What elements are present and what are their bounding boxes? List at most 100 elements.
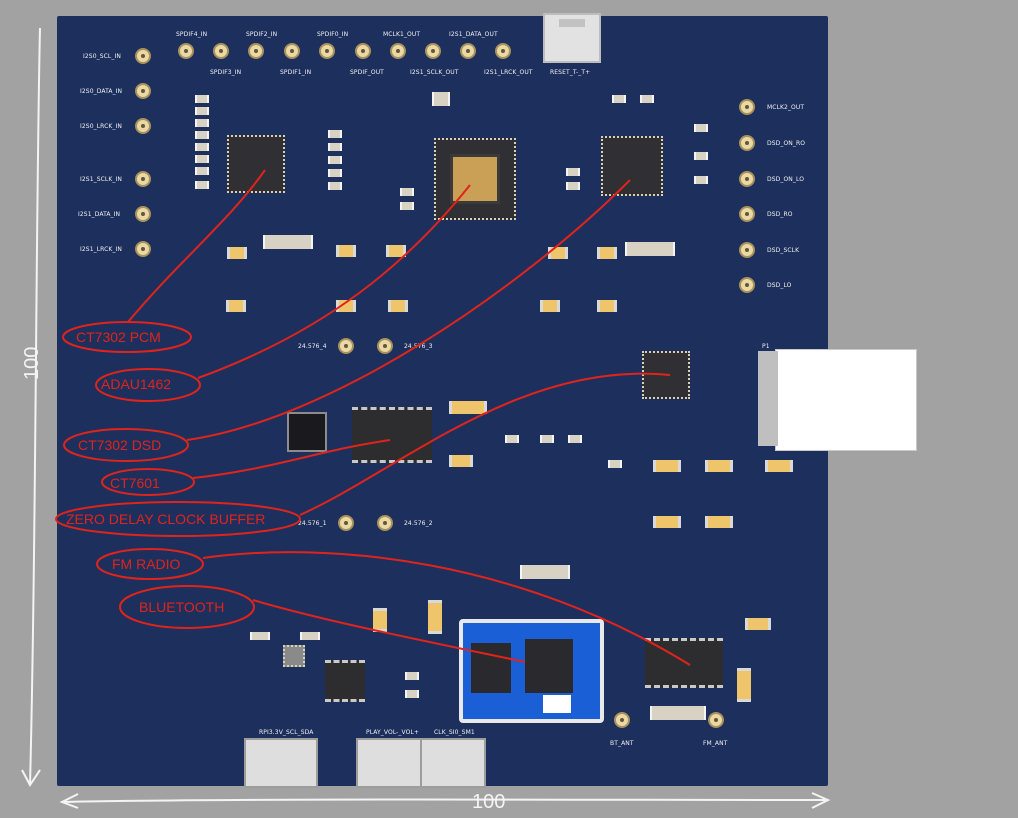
annotation-circle	[62, 321, 192, 353]
oscillator	[287, 412, 327, 452]
osc-connector	[377, 338, 393, 354]
annotation-line	[252, 599, 526, 663]
resistor	[328, 156, 342, 164]
capacitor	[388, 300, 408, 312]
resistor-array	[650, 706, 706, 720]
sma-connector	[739, 171, 755, 187]
fm-antenna-connector	[708, 712, 724, 728]
resistor	[195, 155, 209, 163]
annotation-ct7302-dsd: CT7302 DSD	[78, 437, 162, 453]
resistor	[608, 460, 622, 468]
sma-connector	[355, 43, 371, 59]
connector-label: DSD_ON_RO	[767, 140, 806, 147]
header-connector	[356, 738, 424, 788]
resistor	[694, 176, 708, 184]
horizontal-dimension-line	[61, 798, 829, 803]
annotation-line	[192, 439, 391, 479]
connector-label: SPDIF2_IN	[246, 31, 278, 38]
annotation-zero-delay-clock-buffer: ZERO DELAY CLOCK BUFFER	[66, 511, 266, 527]
ct7601-chip	[352, 407, 432, 463]
resistor	[195, 95, 209, 103]
capacitor	[540, 300, 560, 312]
sma-connector	[213, 43, 229, 59]
connector-label: MCLK1_OUT	[383, 31, 421, 38]
annotation-circle	[119, 585, 255, 629]
capacitor	[226, 300, 246, 312]
sma-connector	[178, 43, 194, 59]
sma-connector	[135, 48, 151, 64]
bt-antenna-connector	[614, 712, 630, 728]
header-connector	[420, 738, 486, 788]
resistor-array	[263, 235, 313, 249]
resistor	[612, 95, 626, 103]
resistor	[540, 435, 554, 443]
capacitor	[705, 516, 733, 528]
capacitor	[336, 300, 356, 312]
capacitor	[449, 455, 473, 467]
resistor	[195, 107, 209, 115]
capacitor	[765, 460, 793, 472]
sma-connector	[495, 43, 511, 59]
connector-label: I2S1_DATA_OUT	[449, 31, 498, 38]
sma-connector	[135, 171, 151, 187]
resistor	[568, 435, 582, 443]
connector-label: I2S1_DATA_IN	[78, 211, 121, 218]
bluetooth-module	[459, 619, 604, 723]
annotation-circle	[96, 548, 204, 580]
resistor	[405, 690, 419, 698]
sma-connector	[739, 277, 755, 293]
connector-label: DSD_ON_LO	[767, 176, 805, 183]
sma-connector	[135, 118, 151, 134]
connector-label: I2S0_LRCK_IN	[80, 123, 123, 130]
capacitor	[653, 460, 681, 472]
connector-label: I2S0_SCL_IN	[83, 53, 121, 60]
horizontal-arrow-right	[811, 792, 831, 809]
resistor	[328, 182, 342, 190]
connector-label: I2S1_SCLK_OUT	[410, 69, 459, 76]
sma-connector	[390, 43, 406, 59]
connector-label: SPDIF0_IN	[317, 31, 349, 38]
resistor	[400, 188, 414, 196]
capacitor	[428, 600, 442, 634]
resistor	[694, 152, 708, 160]
sma-connector	[739, 242, 755, 258]
capacitor	[737, 668, 751, 702]
annotation-circle	[101, 468, 195, 496]
capacitor	[597, 300, 617, 312]
resistor	[328, 130, 342, 138]
resistor-array	[625, 242, 675, 256]
connector-label: DSD_SCLK	[767, 247, 800, 254]
connector-label: I2S1_LRCK_OUT	[484, 69, 533, 76]
vertical-dimension-line	[29, 27, 41, 786]
capacitor	[745, 618, 771, 630]
connector-label: I2S1_SCLK_IN	[80, 176, 122, 183]
ct7302-dsd-chip	[601, 136, 663, 196]
connector-label: SPDIF3_IN	[210, 69, 242, 76]
capacitor	[227, 247, 247, 259]
sma-connector	[739, 206, 755, 222]
connector-label: DSD_LO	[767, 282, 792, 289]
resistor	[195, 181, 209, 189]
capacitor	[386, 245, 406, 257]
resistor	[195, 167, 209, 175]
annotation-circle	[55, 501, 301, 537]
resistor	[432, 92, 450, 106]
bt-chip-2	[525, 639, 573, 693]
capacitor	[653, 516, 681, 528]
sma-connector	[319, 43, 335, 59]
annotation-adau1462: ADAU1462	[101, 376, 172, 392]
horizontal-arrow-left	[59, 793, 79, 809]
bt-label-tag	[543, 695, 571, 713]
sma-connector	[739, 99, 755, 115]
annotation-ct7601: CT7601	[110, 475, 160, 491]
annotation-circle	[63, 428, 189, 462]
resistor	[505, 435, 519, 443]
annotation-line	[299, 372, 671, 516]
resistor	[566, 168, 580, 176]
capacitor	[705, 460, 733, 472]
connector-label: CLK_SI0_SM1	[434, 729, 475, 736]
capacitor	[449, 401, 487, 414]
resistor	[328, 143, 342, 151]
annotation-fm-radio: FM RADIO	[112, 556, 181, 572]
